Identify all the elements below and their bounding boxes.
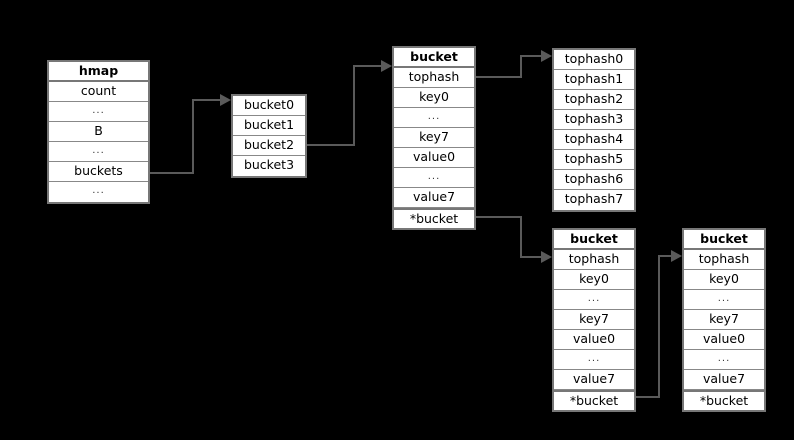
bucket-overflow-2-row-key0: key0 (684, 270, 764, 290)
bucket-array-row-bucket1: bucket1 (233, 116, 305, 136)
hmap-row-ellipsis-3: ... (49, 182, 148, 202)
hmap-row-ellipsis-2: ... (49, 142, 148, 162)
connector-bucket2-segment-h2 (353, 65, 385, 67)
connector-overflow1-arrowhead (541, 251, 552, 263)
bucket-main-row-key-ellipsis: ... (394, 108, 474, 128)
bucket-overflow-2-row-key7: key7 (684, 310, 764, 330)
connector-hmap-buckets-segment-h1 (150, 172, 194, 174)
tophash-array-row-tophash6: tophash6 (554, 170, 634, 190)
hmap-row-count: count (49, 82, 148, 102)
bucket-array-table: bucket0 bucket1 bucket2 bucket3 (231, 94, 307, 178)
hmap-table: hmap count ... B ... buckets ... (47, 60, 150, 204)
bucket-array-row-bucket0: bucket0 (233, 96, 305, 116)
bucket-overflow-2-table: bucket tophash key0 ... key7 value0 ... … (682, 228, 766, 412)
bucket-main-row-value0: value0 (394, 148, 474, 168)
bucket-overflow-2-row-value7: value7 (684, 370, 764, 390)
bucket-array-row-bucket3: bucket3 (233, 156, 305, 176)
connector-overflow1-segment-v (520, 216, 522, 258)
bucket-main-header: bucket (394, 48, 474, 68)
connector-overflow1-segment-h1 (476, 216, 522, 218)
connector-bucket2-segment-v (353, 65, 355, 146)
bucket-overflow-1-header: bucket (554, 230, 634, 250)
bucket-main-row-value7: value7 (394, 188, 474, 208)
bucket-main-table: bucket tophash key0 ... key7 value0 ... … (392, 46, 476, 230)
connector-overflow2-arrowhead (671, 250, 682, 262)
hmap-header: hmap (49, 62, 148, 82)
connector-overflow2-segment-h2 (658, 255, 676, 257)
bucket-array-row-bucket2: bucket2 (233, 136, 305, 156)
connector-bucket2-arrowhead (381, 60, 392, 72)
bucket-overflow-2-row-tophash: tophash (684, 250, 764, 270)
bucket-overflow-2-header: bucket (684, 230, 764, 250)
connector-hmap-buckets-segment-h2 (192, 99, 224, 101)
bucket-overflow-1-row-tophash: tophash (554, 250, 634, 270)
tophash-array-row-tophash1: tophash1 (554, 70, 634, 90)
tophash-array-row-tophash2: tophash2 (554, 90, 634, 110)
hmap-row-buckets: buckets (49, 162, 148, 182)
bucket-main-row-key7: key7 (394, 128, 474, 148)
tophash-array-row-tophash0: tophash0 (554, 50, 634, 70)
bucket-overflow-1-row-overflow-pointer: *bucket (554, 390, 634, 410)
connector-tophash-segment-h2 (520, 55, 545, 57)
connector-bucket2-segment-h1 (307, 144, 355, 146)
connector-overflow2-segment-h1 (636, 396, 660, 398)
connector-overflow2-segment-v (658, 255, 660, 398)
bucket-overflow-1-row-value0: value0 (554, 330, 634, 350)
connector-hmap-buckets-arrowhead (220, 94, 231, 106)
bucket-overflow-1-row-value7: value7 (554, 370, 634, 390)
connector-overflow1-segment-h2 (520, 256, 545, 258)
hmap-row-ellipsis-1: ... (49, 102, 148, 122)
bucket-overflow-2-row-overflow-pointer: *bucket (684, 390, 764, 410)
tophash-array-row-tophash7: tophash7 (554, 190, 634, 210)
bucket-overflow-1-row-value-ellipsis: ... (554, 350, 634, 370)
bucket-overflow-1-row-key0: key0 (554, 270, 634, 290)
bucket-overflow-2-row-value-ellipsis: ... (684, 350, 764, 370)
bucket-main-row-key0: key0 (394, 88, 474, 108)
connector-tophash-segment-v (520, 55, 522, 78)
tophash-array-row-tophash3: tophash3 (554, 110, 634, 130)
bucket-overflow-2-row-value0: value0 (684, 330, 764, 350)
bucket-overflow-1-row-key7: key7 (554, 310, 634, 330)
bucket-main-row-tophash: tophash (394, 68, 474, 88)
connector-hmap-buckets-segment-v (192, 99, 194, 174)
bucket-overflow-1-row-key-ellipsis: ... (554, 290, 634, 310)
tophash-array-table: tophash0 tophash1 tophash2 tophash3 toph… (552, 48, 636, 212)
bucket-main-row-value-ellipsis: ... (394, 168, 474, 188)
bucket-main-row-overflow-pointer: *bucket (394, 208, 474, 228)
bucket-overflow-1-table: bucket tophash key0 ... key7 value0 ... … (552, 228, 636, 412)
tophash-array-row-tophash4: tophash4 (554, 130, 634, 150)
connector-tophash-segment-h1 (476, 76, 522, 78)
hmap-row-b: B (49, 122, 148, 142)
connector-tophash-arrowhead (541, 50, 552, 62)
bucket-overflow-2-row-key-ellipsis: ... (684, 290, 764, 310)
tophash-array-row-tophash5: tophash5 (554, 150, 634, 170)
